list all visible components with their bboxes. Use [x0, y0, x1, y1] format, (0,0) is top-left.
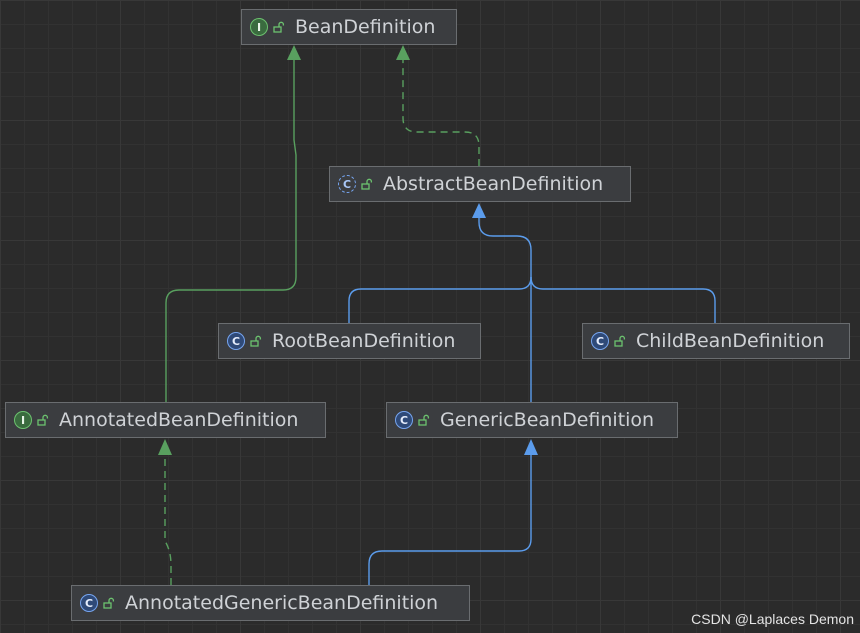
class-icon: C — [80, 594, 98, 612]
watermark: CSDN @Laplaces Demon — [691, 611, 854, 627]
node-abstract-bean-definition[interactable]: C AbstractBeanDefinition — [329, 166, 631, 202]
unlocked-padlock-icon — [103, 597, 115, 609]
arrowhead-generic — [524, 439, 538, 455]
unlocked-padlock-icon — [614, 335, 626, 347]
node-label: BeanDefinition — [295, 16, 436, 38]
node-annotated-generic-bean-definition[interactable]: C AnnotatedGenericBeanDefinition — [71, 585, 470, 621]
node-child-bean-definition[interactable]: C ChildBeanDefinition — [582, 323, 850, 359]
edge-annotatedgeneric-implements-annotated — [164, 455, 172, 585]
unlocked-padlock-icon — [361, 178, 373, 190]
arrowhead-beandefinition-right — [396, 45, 410, 60]
node-label: ChildBeanDefinition — [636, 330, 825, 352]
edge-abstract-implements-beandefinition — [402, 60, 480, 166]
arrowhead-abstract — [472, 203, 486, 218]
edge-root-extends-abstract — [348, 218, 532, 323]
edge-annotatedgeneric-extends-generic — [368, 455, 532, 585]
node-bean-definition[interactable]: I BeanDefinition — [241, 9, 457, 45]
class-icon: C — [227, 332, 245, 350]
interface-icon: I — [250, 18, 268, 36]
node-label: AnnotatedGenericBeanDefinition — [125, 592, 439, 614]
abstract-class-icon: C — [338, 175, 356, 193]
unlocked-padlock-icon — [273, 21, 285, 33]
node-annotated-bean-definition[interactable]: I AnnotatedBeanDefinition — [5, 402, 326, 438]
node-label: AnnotatedBeanDefinition — [59, 409, 299, 431]
interface-icon: I — [14, 411, 32, 429]
class-icon: C — [591, 332, 609, 350]
unlocked-padlock-icon — [418, 414, 430, 426]
node-root-bean-definition[interactable]: C RootBeanDefinition — [218, 323, 481, 359]
node-generic-bean-definition[interactable]: C GenericBeanDefinition — [386, 402, 678, 438]
unlocked-padlock-icon — [250, 335, 262, 347]
arrowhead-annotated — [158, 439, 172, 455]
edge-child-extends-abstract — [530, 276, 716, 323]
arrowhead-beandefinition-left — [287, 45, 301, 60]
node-label: AbstractBeanDefinition — [383, 173, 604, 195]
edge-annotated-extends-beandefinition — [165, 60, 297, 402]
node-label: GenericBeanDefinition — [440, 409, 655, 431]
node-label: RootBeanDefinition — [272, 330, 456, 352]
unlocked-padlock-icon — [37, 414, 49, 426]
class-icon: C — [395, 411, 413, 429]
